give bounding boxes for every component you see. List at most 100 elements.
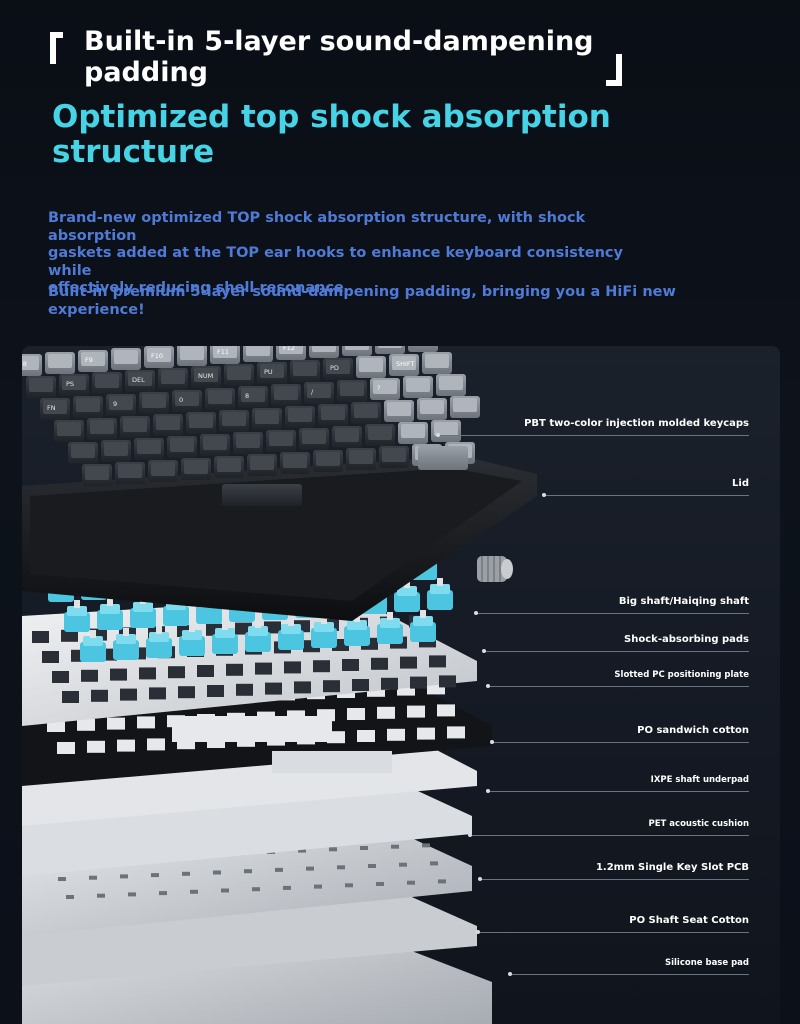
keycap: 8 (238, 386, 268, 408)
key-switch (278, 618, 304, 650)
cotton-hole (407, 705, 425, 718)
plate-hole (110, 668, 127, 681)
keycap (205, 388, 235, 410)
keycap-legend: F10 (151, 352, 163, 360)
subtitle-line-2: structure (52, 134, 215, 170)
keycap (436, 374, 466, 396)
pcb-hole (422, 843, 430, 848)
cotton-hole (417, 727, 435, 740)
layer-label: PBT two-color injection molded keycaps (524, 418, 749, 429)
keycap (115, 462, 145, 484)
cotton-hole (447, 726, 465, 739)
cotton-hole (117, 739, 135, 752)
keycap (54, 420, 84, 442)
layer-leader-line (488, 686, 749, 687)
plate-hole (120, 688, 137, 701)
keycap (167, 436, 197, 458)
key-switch (113, 628, 139, 660)
layer-leader-line (510, 974, 749, 975)
pcb-hole (182, 871, 190, 876)
keycap (398, 422, 428, 444)
key-switch (80, 630, 106, 662)
keycap-layer: F8F9F10F11F12INSHMPSDELNUMPUPDSHIFTFN908… (22, 346, 480, 506)
cotton-hole (387, 728, 405, 741)
layer-leader-dot (486, 684, 490, 688)
keycap-legend: DEL (132, 376, 145, 384)
pcb-hole (314, 884, 322, 889)
pcb-hole (58, 877, 66, 881)
keycap (181, 458, 211, 480)
keycap-legend: FN (47, 404, 56, 412)
keycap: ? (370, 378, 400, 400)
stabilizer-bar (272, 751, 392, 773)
stabilizer-bar (172, 716, 332, 742)
pcb-hole (376, 882, 384, 886)
key-switch (427, 578, 453, 610)
keycap (45, 352, 75, 374)
keycap-legend: INS (349, 346, 360, 348)
layer-label: Lid (732, 478, 749, 489)
layer-leader-dot (542, 493, 546, 497)
keycap-legend: F8 (22, 360, 27, 368)
layer-leader-line (480, 879, 749, 880)
keycap (177, 346, 207, 366)
layer-leader-dot (436, 433, 440, 437)
plate-hole (81, 669, 98, 682)
pcb-hole (391, 844, 399, 849)
pcb-hole (345, 883, 353, 888)
plate-hole (197, 665, 214, 677)
rotary-knob (477, 556, 513, 582)
keycap (351, 402, 381, 424)
pcb-hole (407, 880, 415, 885)
keycap (375, 346, 405, 354)
keycap: PD (323, 358, 353, 380)
pcb-hole (360, 846, 368, 850)
keycap (384, 400, 414, 422)
layer-label: IXPE shaft underpad (650, 775, 749, 785)
keycap: 9 (106, 394, 136, 416)
description-line-3: effectively reducing shell resonance, (48, 280, 350, 296)
keycap (422, 352, 452, 374)
cotton-hole (137, 716, 155, 729)
description-line-2: gaskets added at the TOP ear hooks to en… (48, 245, 623, 279)
keycap: F11 (210, 346, 240, 364)
pcb-hole (368, 864, 376, 868)
keycap (139, 392, 169, 414)
layer-leader-line (470, 835, 749, 836)
key-switch (64, 600, 90, 632)
keycap (158, 368, 188, 390)
keycap (450, 396, 480, 418)
keycap-legend: PS (66, 380, 74, 388)
layer-leader-dot (478, 877, 482, 881)
pcb-hole (89, 875, 97, 880)
key-switch (377, 612, 403, 644)
pcb-hole (329, 847, 337, 852)
cotton-hole (357, 730, 375, 742)
keycap (280, 452, 310, 474)
layer-label: Shock-absorbing pads (624, 634, 749, 645)
keycap (332, 426, 362, 448)
keycap: F8 (22, 354, 42, 376)
keycap (73, 396, 103, 418)
layer-label: PO sandwich cotton (637, 725, 749, 736)
cotton-hole (107, 717, 125, 730)
pcb-hole (151, 873, 159, 878)
keycap (318, 404, 348, 426)
exploded-keyboard-illustration: F8F9F10F11F12INSHMPSDELNUMPUPDSHIFTFN908… (22, 346, 537, 1024)
pcb-hole (283, 885, 291, 890)
plate-hole (207, 685, 224, 697)
pcb-hole (120, 874, 128, 879)
plate-hole (313, 660, 330, 673)
keycap-legend: PD (330, 364, 339, 372)
keycap: F9 (78, 350, 108, 372)
key-switch (344, 614, 370, 646)
layer-leader-line (492, 742, 749, 743)
pcb-hole (159, 891, 167, 896)
plate-hole (61, 629, 78, 642)
keycap (271, 384, 301, 406)
layer-label: Big shaft/Haiqing shaft (618, 596, 749, 607)
keycap (214, 456, 244, 478)
keycap (403, 376, 433, 398)
keycap: SHIFT (389, 354, 419, 376)
feature-description: Brand-new optimized TOP shock absorption… (48, 210, 638, 298)
